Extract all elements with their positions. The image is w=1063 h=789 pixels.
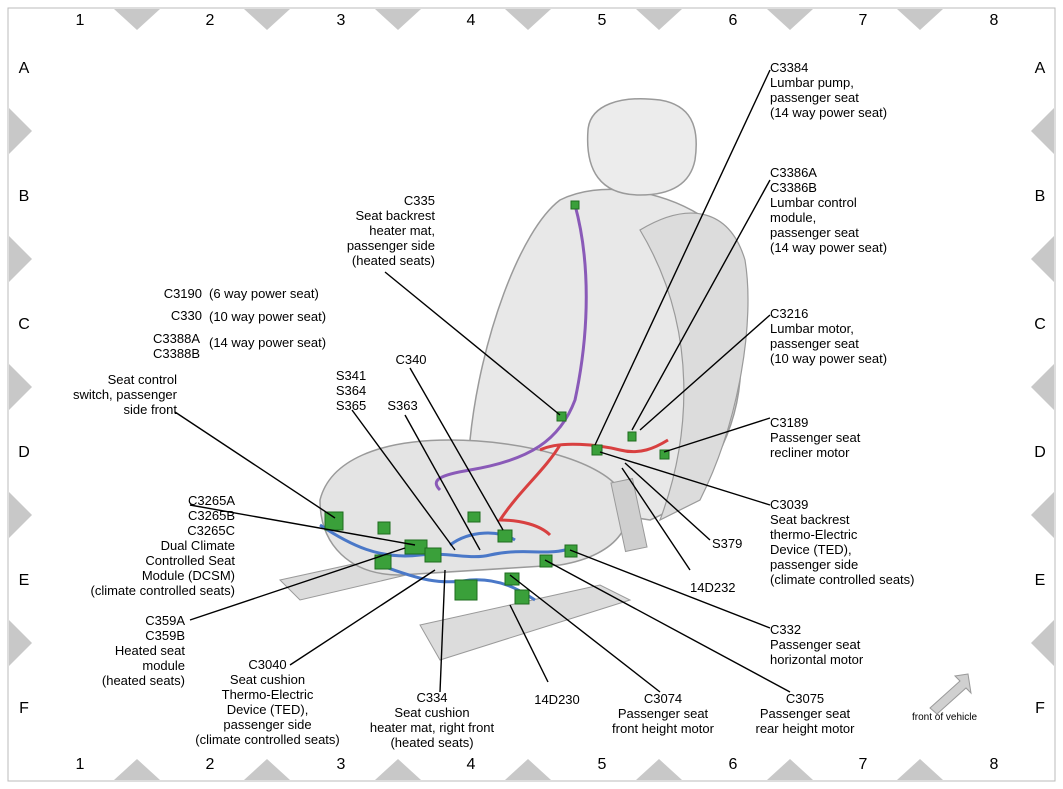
grid-row-b-left: B [18, 188, 30, 205]
grid-col-2-bottom: 2 [205, 756, 215, 773]
grid-row-f-left: F [19, 700, 29, 717]
label-c340: C340 [395, 352, 427, 367]
grid-col-7-top: 7 [858, 12, 868, 29]
grid-col-1-top: 1 [75, 12, 85, 29]
grid-row-c-left: C [18, 316, 30, 333]
label-c3189: C3189 Passenger seat recliner motor [770, 415, 861, 460]
label-c334: C334 Seat cushion heater mat, right fron… [369, 690, 495, 750]
frame-diamonds [9, 9, 1054, 780]
grid-col-8-top: 8 [989, 12, 999, 29]
grid-row-c-right: C [1034, 316, 1046, 333]
leader-lines [174, 69, 791, 693]
grid-col-3-bottom: 3 [336, 756, 346, 773]
grid-col-3-top: 3 [336, 12, 346, 29]
grid-row-b-right: B [1034, 188, 1046, 205]
label-c3386: C3386A C3386B Lumbar control module, pas… [770, 165, 888, 255]
front-arrow-icon [929, 673, 972, 715]
grid-row-a-left: A [18, 60, 30, 77]
label-s341-s364-s365: S341 S364 S365 [335, 368, 367, 413]
label-c3265: C3265A C3265B C3265C Dual Climate Contro… [90, 493, 236, 598]
grid-row-f-right: F [1035, 700, 1045, 717]
grid-row-d-left: D [18, 444, 30, 461]
grid-row-e-left: E [18, 572, 30, 589]
label-c359: C359A C359B Heated seat module (heated s… [101, 613, 185, 688]
grid-col-7-bottom: 7 [858, 756, 868, 773]
grid-col-8-bottom: 8 [989, 756, 999, 773]
label-c3075: C3075 Passenger seat rear height motor [755, 691, 855, 736]
grid-col-5-top: 5 [597, 12, 607, 29]
grid-col-4-bottom: 4 [466, 756, 476, 773]
grid-col-2-top: 2 [205, 12, 215, 29]
grid-col-6-bottom: 6 [728, 756, 738, 773]
label-c330-desc: (10 way power seat) [209, 309, 327, 324]
label-c3074: C3074 Passenger seat front height motor [612, 691, 714, 736]
grid-row-d-right: D [1034, 444, 1046, 461]
grid-col-6-top: 6 [728, 12, 738, 29]
grid-col-5-bottom: 5 [597, 756, 607, 773]
label-14d230: 14D230 [534, 692, 580, 707]
label-c332: C332 Passenger seat horizontal motor [770, 622, 864, 667]
label-c3190-desc: (6 way power seat) [209, 286, 319, 301]
label-c3039: C3039 Seat backrest thermo-Electric Devi… [770, 497, 915, 587]
front-of-vehicle-label: front of vehicle [912, 712, 978, 723]
label-c3040: C3040 Seat cushion Thermo-Electric Devic… [195, 657, 340, 747]
label-c330-code: C330 [170, 308, 202, 323]
label-s363: S363 [387, 398, 418, 413]
connectors [324, 200, 670, 605]
label-c3388-code: C3388A C3388B [153, 331, 200, 361]
label-s379: S379 [712, 536, 743, 551]
grid-row-a-right: A [1034, 60, 1046, 77]
grid-col-4-top: 4 [466, 12, 476, 29]
label-c3216: C3216 Lumbar motor, passenger seat (10 w… [770, 306, 888, 366]
label-14d232: 14D232 [690, 580, 736, 595]
label-c3384: C3384 Lumbar pump, passenger seat (14 wa… [770, 60, 888, 120]
label-c3190-code: C3190 [163, 286, 202, 301]
label-seat-control-switch: Seat control switch, passenger side fron… [72, 372, 177, 417]
grid-row-e-right: E [1034, 572, 1046, 589]
grid-col-1-bottom: 1 [75, 756, 85, 773]
label-c335: C335 Seat backrest heater mat, passenger… [346, 193, 435, 268]
label-c3388-desc: (14 way power seat) [209, 335, 327, 350]
